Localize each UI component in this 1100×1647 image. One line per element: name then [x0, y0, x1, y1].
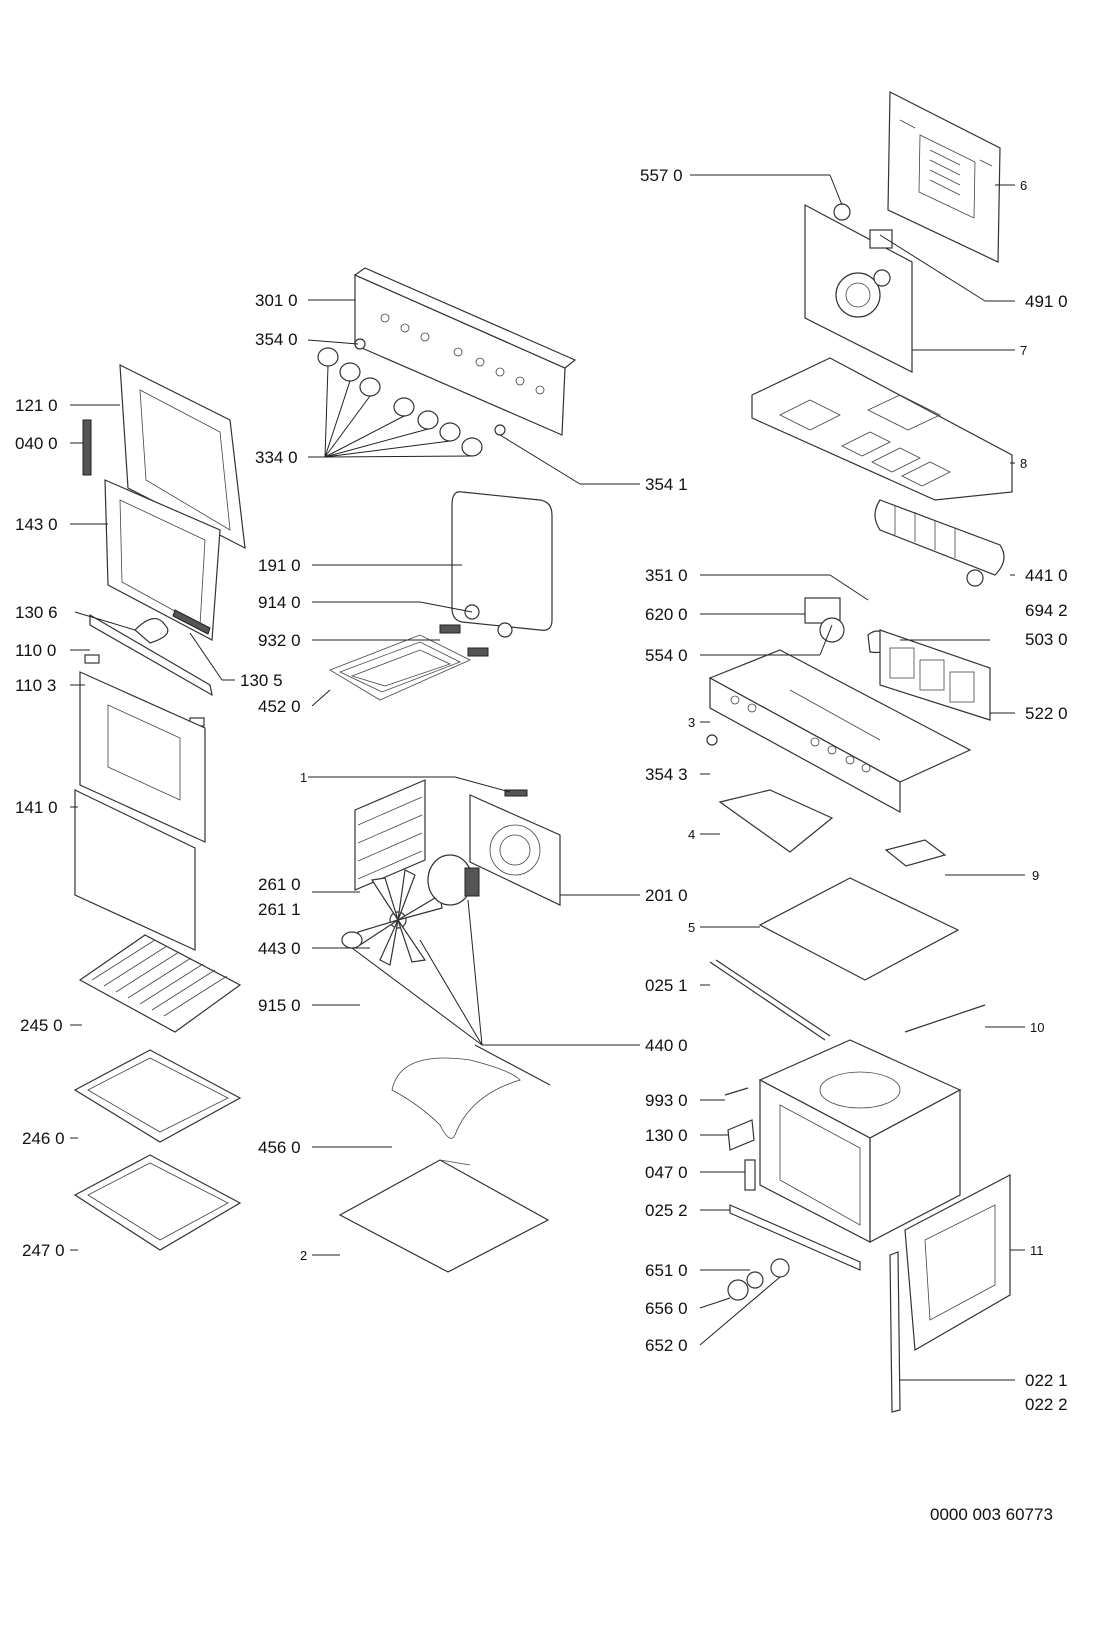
part-rail-025-1	[709, 959, 831, 1041]
label-452-0: 452 0	[258, 697, 301, 716]
label-130-5: 130 5	[240, 671, 283, 690]
label-351-0: 351 0	[645, 566, 688, 585]
label-915-0: 915 0	[258, 996, 301, 1015]
label-10: 10	[1030, 1020, 1044, 1035]
label-456-0: 456 0	[258, 1138, 301, 1157]
part-back-cover-6	[887, 91, 1001, 263]
part-wire-rack-245	[78, 934, 242, 1033]
label-993-0: 993 0	[645, 1091, 688, 1110]
label-354-0: 354 0	[255, 330, 298, 349]
label-040-0: 040 0	[15, 434, 58, 453]
label-022-1: 022 1	[1025, 1371, 1068, 1390]
label-110-0: 110 0	[15, 641, 56, 660]
label-503-0: 503 0	[1025, 630, 1068, 649]
label-247-0: 247 0	[22, 1241, 65, 1260]
label-932-0: 932 0	[258, 631, 301, 650]
part-switch-block-522	[879, 629, 991, 721]
label-522-0: 522 0	[1025, 704, 1068, 723]
part-bracket-9	[884, 839, 947, 867]
part-housing-3	[706, 649, 972, 814]
small-parts-993-130-047	[724, 1087, 756, 1191]
part-control-panel-301	[353, 267, 577, 436]
part-fan-motor-440	[341, 854, 480, 949]
document-number: 0000 003 60773	[930, 1505, 1053, 1524]
part-bottom-plate-2	[338, 1159, 550, 1273]
label-334-0: 334 0	[255, 448, 298, 467]
label-354-3: 354 3	[645, 765, 688, 784]
label-1: 1	[300, 770, 307, 785]
label-047-0: 047 0	[645, 1163, 688, 1182]
label-191-0: 191 0	[258, 556, 301, 575]
part-labels: 557 0 6 491 0 7 8 301 0 354 0 334 0 354 …	[15, 166, 1068, 1414]
label-2: 2	[300, 1248, 307, 1263]
part-bracket-4	[718, 789, 834, 853]
label-025-1: 025 1	[645, 976, 688, 995]
label-557-0: 557 0	[640, 166, 683, 185]
label-694-2: 694 2	[1025, 601, 1068, 620]
part-shelf-supports-261	[354, 779, 426, 891]
label-11: 11	[1030, 1243, 1044, 1258]
label-130-6: 130 6	[15, 603, 58, 622]
part-door-frame-11	[904, 1174, 1011, 1351]
leader-lines	[70, 174, 1025, 1381]
label-301-0: 301 0	[255, 291, 298, 310]
part-baking-tray-246	[73, 1049, 242, 1143]
part-outer-door-141	[74, 671, 206, 951]
label-652-0: 652 0	[645, 1336, 688, 1355]
part-baking-tray-247	[73, 1154, 242, 1251]
label-022-2: 022 2	[1025, 1395, 1068, 1414]
label-3: 3	[688, 715, 695, 730]
label-246-0: 246 0	[22, 1129, 65, 1148]
part-oven-cavity	[758, 1039, 962, 1243]
part-lower-heater-456	[391, 1044, 551, 1139]
label-443-0: 443 0	[258, 939, 301, 958]
label-7: 7	[1020, 343, 1027, 358]
part-grill-heater-452	[329, 604, 513, 701]
label-261-1: 261 1	[258, 900, 301, 919]
label-620-0: 620 0	[645, 605, 688, 624]
part-fan-blade-443	[357, 869, 443, 966]
part-thermostats-351-620-554	[804, 597, 891, 654]
label-441-0: 441 0	[1025, 566, 1068, 585]
part-rod-10	[904, 1004, 986, 1033]
part-side-rails-022	[889, 1251, 901, 1413]
label-121-0: 121 0	[15, 396, 58, 415]
label-025-2: 025 2	[645, 1201, 688, 1220]
label-554-0: 554 0	[645, 646, 688, 665]
label-656-0: 656 0	[645, 1299, 688, 1318]
label-5: 5	[688, 920, 695, 935]
label-651-0: 651 0	[645, 1261, 688, 1280]
part-plate-5	[758, 877, 960, 981]
label-245-0: 245 0	[20, 1016, 63, 1035]
label-261-0: 261 0	[258, 875, 301, 894]
label-201-0: 201 0	[645, 886, 688, 905]
part-tangential-fan-441	[874, 499, 1005, 587]
part-control-board-7	[804, 203, 913, 373]
part-base-plate-8	[751, 357, 1013, 501]
label-4: 4	[688, 827, 695, 842]
label-914-0: 914 0	[258, 593, 301, 612]
label-143-0: 143 0	[15, 515, 58, 534]
part-hinges-130	[134, 609, 211, 644]
label-130-0: 130 0	[645, 1126, 688, 1145]
label-110-3: 110 3	[15, 676, 56, 695]
label-354-1: 354 1	[645, 475, 688, 494]
part-door-glass-143	[104, 479, 221, 641]
small-parts-651-656-652	[727, 1258, 790, 1301]
label-9: 9	[1032, 868, 1039, 883]
label-6: 6	[1020, 178, 1027, 193]
label-491-0: 491 0	[1025, 292, 1068, 311]
label-141-0: 141 0	[15, 798, 58, 817]
part-door-seal-191	[451, 491, 553, 631]
part-door-inner-121	[82, 363, 246, 550]
part-fan-cover-201	[469, 789, 561, 906]
label-8: 8	[1020, 456, 1027, 471]
label-440-0: 440 0	[645, 1036, 688, 1055]
